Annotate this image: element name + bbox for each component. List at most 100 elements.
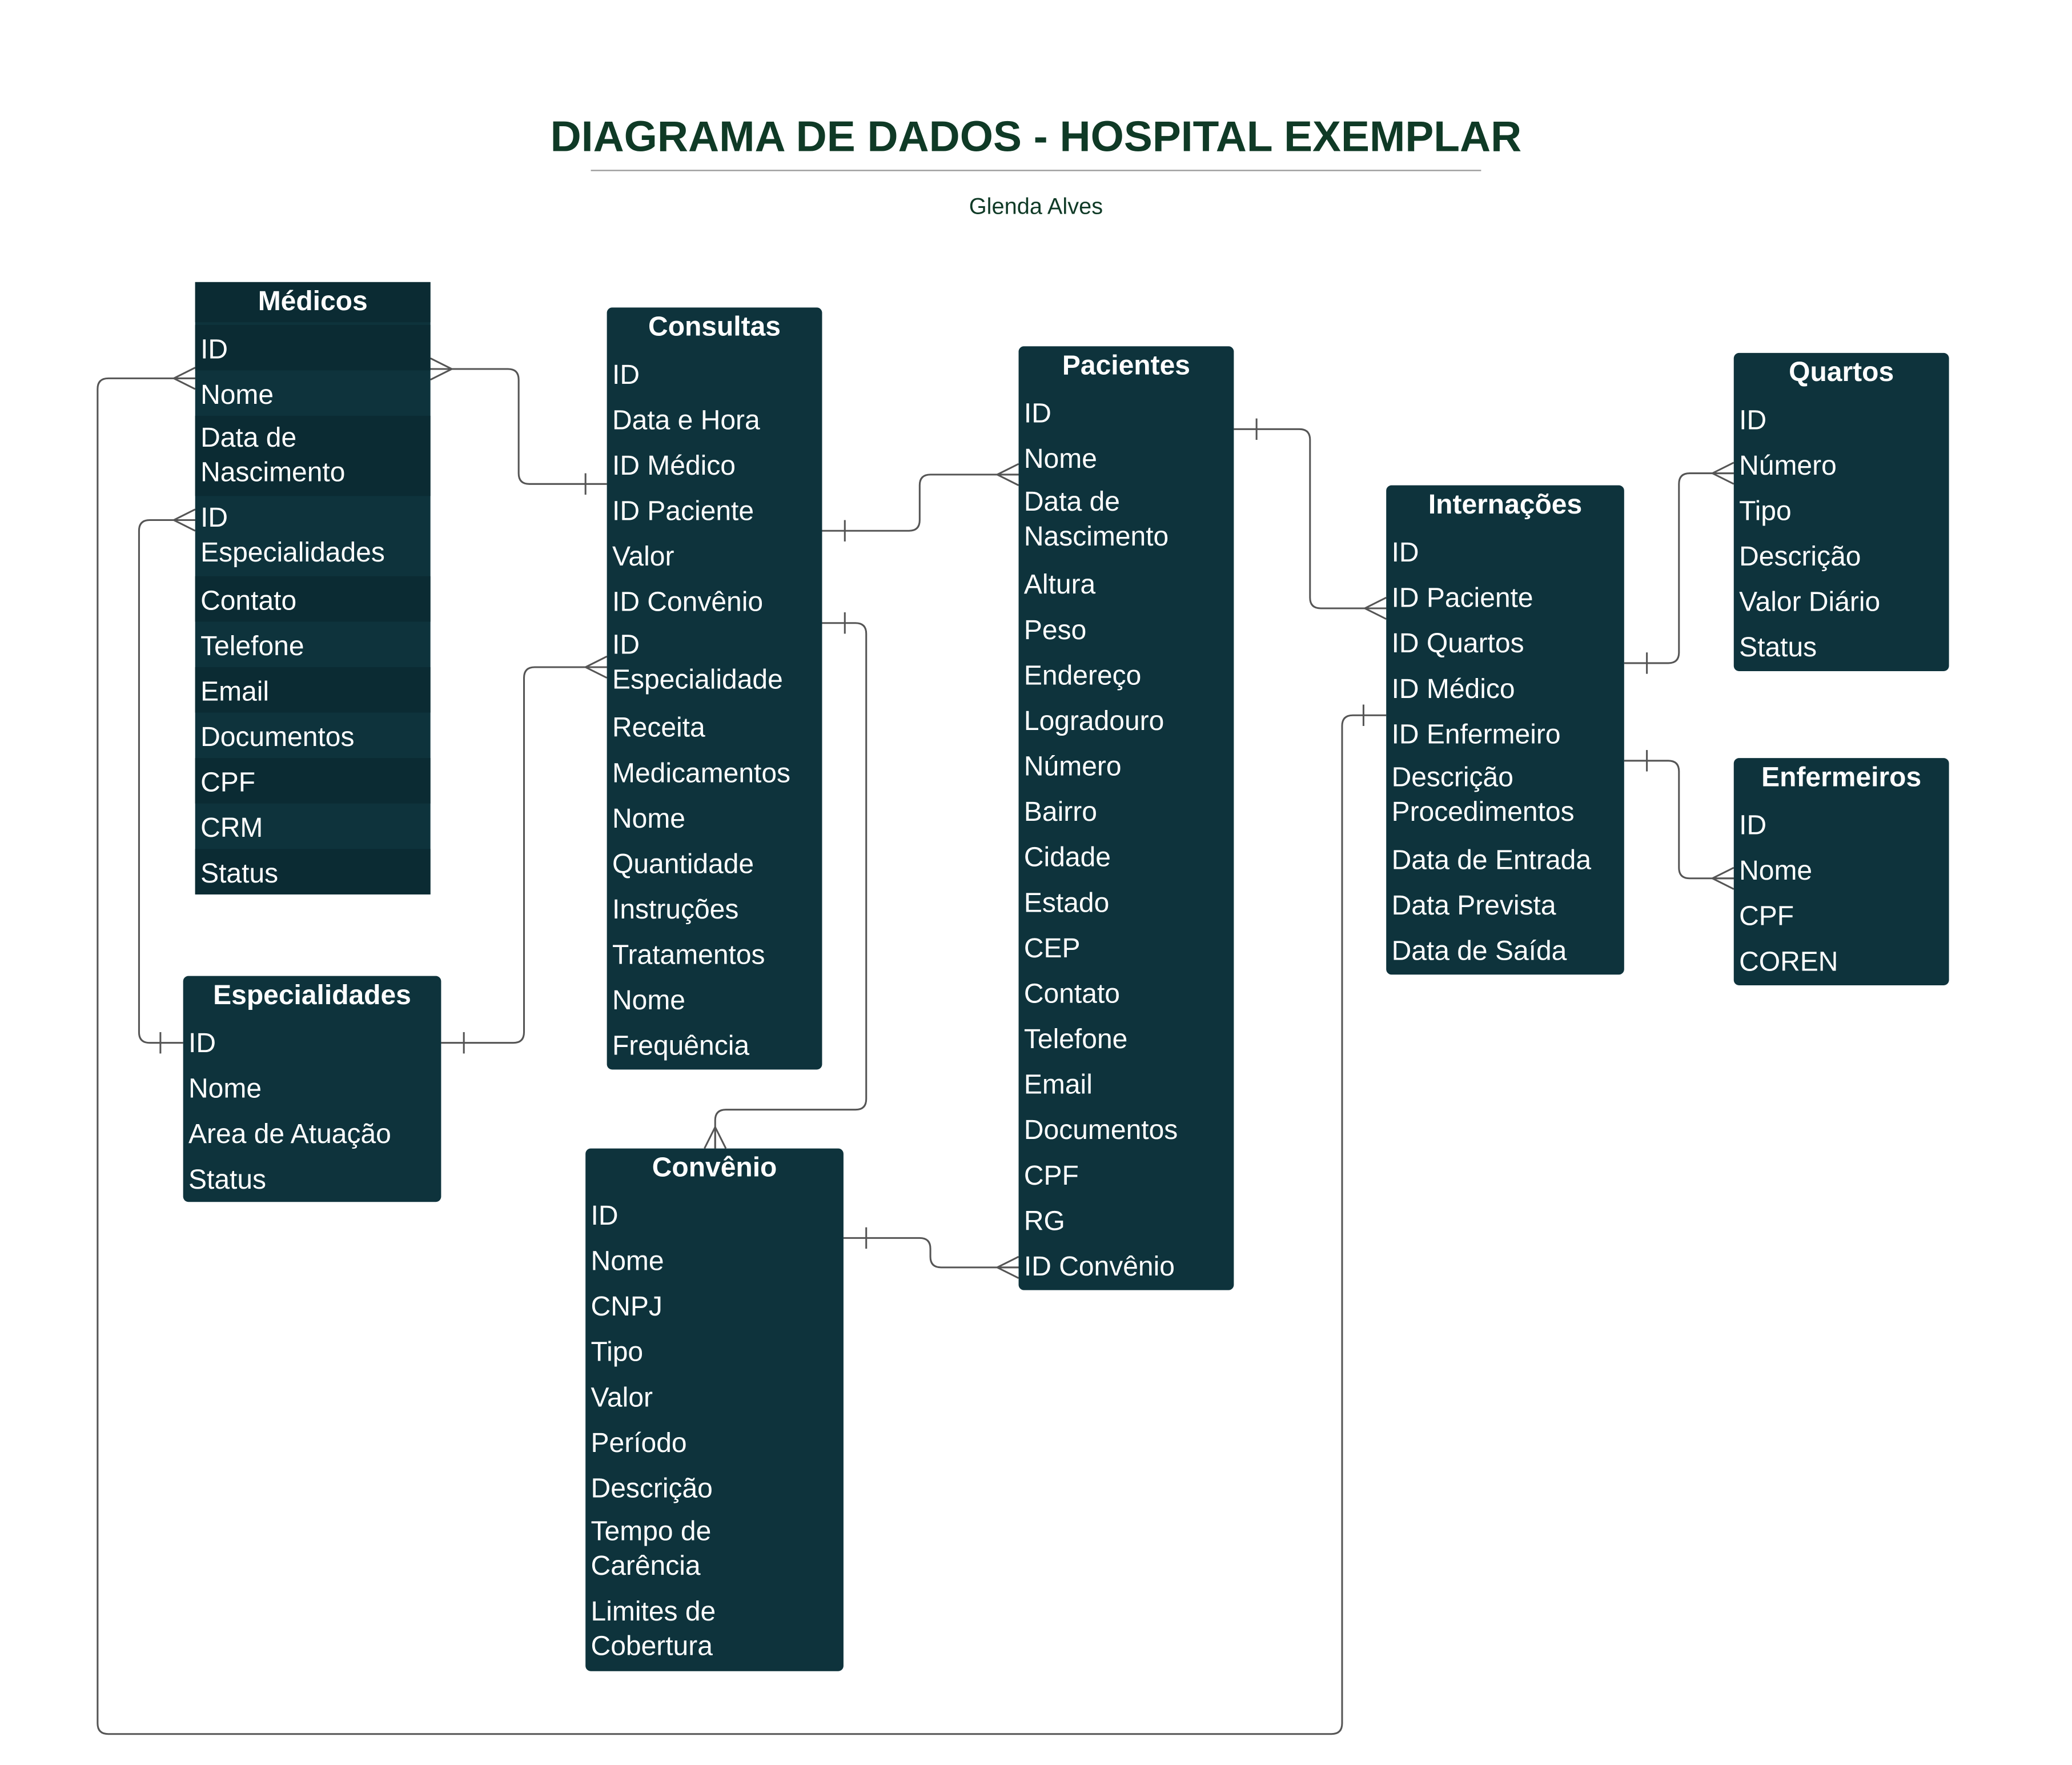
row-band xyxy=(195,576,431,622)
field-logradouro: Logradouro xyxy=(1023,705,1165,737)
field-descricao-procedimentos: Descrição Procedimentos xyxy=(1391,762,1575,828)
link-consultas-medicos xyxy=(430,368,607,485)
field-instrucoes: Instruções xyxy=(612,894,739,925)
many-marker xyxy=(429,357,452,381)
entity-title: Internações xyxy=(1428,489,1583,520)
link-especialidades-consultas xyxy=(441,666,607,1044)
field-contato: Contato xyxy=(200,585,297,617)
field-tempo-de-carencia: Tempo de Carência xyxy=(591,1516,712,1582)
field-id: ID xyxy=(1739,810,1767,841)
field-periodo: Período xyxy=(591,1427,687,1459)
entity-title: Pacientes xyxy=(1062,350,1190,382)
field-nome: Nome xyxy=(612,803,685,835)
many-marker xyxy=(173,508,196,532)
field-status: Status xyxy=(188,1164,267,1196)
field-cpf: CPF xyxy=(1023,1160,1079,1192)
field-cnpj: CNPJ xyxy=(591,1291,662,1322)
field-id-convenio: ID Convênio xyxy=(1023,1251,1175,1282)
field-receita: Receita xyxy=(612,712,705,744)
field-numero: Número xyxy=(1739,450,1837,482)
row-band xyxy=(195,415,431,496)
field-nome: Nome xyxy=(1023,444,1097,475)
many-marker xyxy=(704,1126,727,1149)
field-nome: Nome xyxy=(591,1246,664,1277)
field-area-de-atuacao: Area de Atuação xyxy=(188,1119,391,1150)
link-internacoes-enfermeiros xyxy=(1624,760,1734,880)
field-peso: Peso xyxy=(1023,615,1087,646)
field-telefone: Telefone xyxy=(1023,1024,1128,1055)
field-rg: RG xyxy=(1023,1206,1065,1237)
field-cpf: CPF xyxy=(1739,901,1794,932)
link-internacoes-medicos xyxy=(97,377,1387,1735)
diagram-title: DIAGRAMA DE DADOS - HOSPITAL EXEMPLAR xyxy=(550,112,1522,161)
field-numero: Número xyxy=(1023,751,1122,783)
field-valor-diario: Valor Diário xyxy=(1739,587,1881,618)
field-email: Email xyxy=(200,676,270,708)
entity-title: Consultas xyxy=(648,311,781,343)
field-data-de-saida: Data de Saída xyxy=(1391,936,1567,967)
field-bairro: Bairro xyxy=(1023,796,1097,828)
title-divider xyxy=(591,170,1481,171)
field-crm: CRM xyxy=(200,813,263,844)
field-data-de-nascimento: Data de Nascimento xyxy=(200,422,346,488)
field-endereco: Endereço xyxy=(1023,660,1142,692)
field-id-medico: ID Médico xyxy=(612,450,736,482)
entity-title: Enfermeiros xyxy=(1761,762,1922,793)
field-cidade: Cidade xyxy=(1023,842,1111,873)
field-cpf: CPF xyxy=(200,767,256,799)
field-email: Email xyxy=(1023,1069,1093,1101)
field-id: ID xyxy=(188,1028,216,1059)
field-nome: Nome xyxy=(188,1073,262,1105)
field-documentos: Documentos xyxy=(1023,1115,1178,1146)
field-coren: COREN xyxy=(1739,946,1838,977)
row-band xyxy=(195,324,431,371)
field-limites-de-cobertura: Limites de Cobertura xyxy=(591,1596,716,1662)
field-id-medico: ID Médico xyxy=(1391,673,1515,705)
field-cep: CEP xyxy=(1023,933,1081,964)
field-descricao: Descrição xyxy=(1739,541,1861,572)
row-band xyxy=(195,758,431,804)
link-especialidades-medicos xyxy=(138,519,195,1044)
field-nome: Nome xyxy=(1739,855,1813,886)
link-internacoes-quartos xyxy=(1624,472,1734,664)
field-nome: Nome xyxy=(200,379,274,411)
field-status: Status xyxy=(1739,632,1817,663)
many-marker xyxy=(585,655,608,679)
field-valor: Valor xyxy=(591,1382,653,1414)
link-pacientes-internacoes xyxy=(1234,428,1387,609)
entity-title: Médicos xyxy=(258,286,368,317)
entity-title: Quartos xyxy=(1789,356,1894,388)
field-id-especialidade: ID Especialidade xyxy=(612,629,783,696)
field-id-enfermeiro: ID Enfermeiro xyxy=(1391,719,1561,751)
field-contato: Contato xyxy=(1023,978,1120,1010)
field-data-prevista: Data Prevista xyxy=(1391,890,1556,921)
field-id: ID xyxy=(1391,537,1419,568)
row-band xyxy=(195,667,431,713)
field-tratamentos: Tratamentos xyxy=(612,940,765,971)
link-consultas-convenio xyxy=(714,622,868,1149)
field-documentos: Documentos xyxy=(200,721,355,753)
field-descricao: Descrição xyxy=(591,1473,713,1505)
field-medicamentos: Medicamentos xyxy=(612,758,791,789)
many-marker xyxy=(997,463,1019,486)
many-marker xyxy=(1364,596,1387,620)
field-telefone: Telefone xyxy=(200,631,304,662)
many-marker xyxy=(173,367,196,390)
field-id: ID xyxy=(612,359,640,391)
field-estado: Estado xyxy=(1023,888,1110,918)
field-id-especialidades: ID Especialidades xyxy=(200,503,385,568)
many-marker xyxy=(1712,867,1734,890)
field-id-convenio: ID Convênio xyxy=(612,587,764,618)
field-id: ID xyxy=(1739,405,1767,436)
field-status: Status xyxy=(200,858,279,889)
field-id: ID xyxy=(200,334,228,365)
field-tipo: Tipo xyxy=(1739,496,1792,527)
